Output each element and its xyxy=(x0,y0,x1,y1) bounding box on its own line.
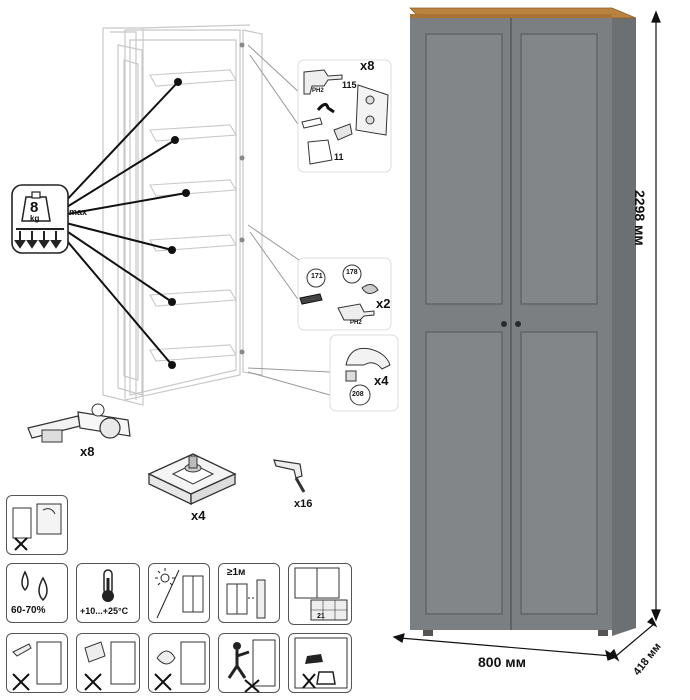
hinge-code: 11 xyxy=(334,152,344,162)
wall-anchor-detail: x4 208 xyxy=(329,334,400,415)
screwdriver-icon xyxy=(297,257,392,331)
packaging-icon: 21 xyxy=(288,563,352,625)
handle-screw-detail: 171 178 x2 PH2 xyxy=(297,257,393,333)
leveling-foot-count: x4 xyxy=(191,508,206,523)
shelf-pin-icon xyxy=(273,459,306,493)
hinge-part: x8 xyxy=(18,398,138,463)
load-weight-unit: kg xyxy=(30,214,40,223)
handle-bit-label: PH2 xyxy=(350,320,362,326)
sunlight-icon xyxy=(148,563,210,623)
temperature-label: +10...+25°C xyxy=(80,606,129,616)
wall-gap-icon: ≥1м xyxy=(218,563,280,623)
shelf-pin-part: x16 xyxy=(270,448,330,513)
no-wet-cleaning-icon xyxy=(6,633,68,693)
hinge-drill-count: x8 xyxy=(360,58,375,73)
height-dimension-label: 2298 мм xyxy=(630,190,648,246)
leveling-foot-part: x4 xyxy=(145,448,240,523)
handle-screw-code-a: 171 xyxy=(311,273,323,280)
wall-anchor-icon xyxy=(329,334,399,412)
hinge-screw-code: 115 xyxy=(342,80,357,90)
load-weight-value: 8 xyxy=(30,199,39,216)
wall-gap-label: ≥1м xyxy=(227,567,246,578)
load-capacity-icon: 8 kg max xyxy=(11,184,92,257)
handle-screw-code-b: 178 xyxy=(346,269,358,276)
height-dimension-text: 2298 мм xyxy=(632,190,648,246)
assembly-warning-icon xyxy=(6,495,68,555)
wall-anchor-count: x4 xyxy=(374,373,389,388)
shelf-pin-count: x16 xyxy=(294,498,313,510)
no-heavy-load-icon xyxy=(288,633,352,693)
handle-screw-count: x2 xyxy=(376,296,391,311)
leveling-foot-icon xyxy=(147,453,237,506)
hinge-count: x8 xyxy=(80,444,95,459)
humidity-label: 60-70% xyxy=(11,605,46,616)
no-solvent-icon xyxy=(76,633,140,693)
no-climbing-icon xyxy=(218,633,280,693)
humidity-icon: 60-70% xyxy=(6,563,68,623)
drill-icon xyxy=(297,59,392,173)
temperature-icon: +10...+25°C xyxy=(76,563,140,623)
hinge-icon xyxy=(27,403,131,443)
wall-anchor-code: 208 xyxy=(352,391,364,398)
no-heat-icon xyxy=(148,633,210,693)
drill-bit-label: PH2 xyxy=(312,88,324,94)
packaging-code: 21 xyxy=(317,613,325,620)
load-max-label: max xyxy=(69,207,88,217)
hinge-drill-detail: x8 115 11 PH2 xyxy=(297,58,393,175)
width-dimension-label: 800 мм xyxy=(478,654,526,670)
